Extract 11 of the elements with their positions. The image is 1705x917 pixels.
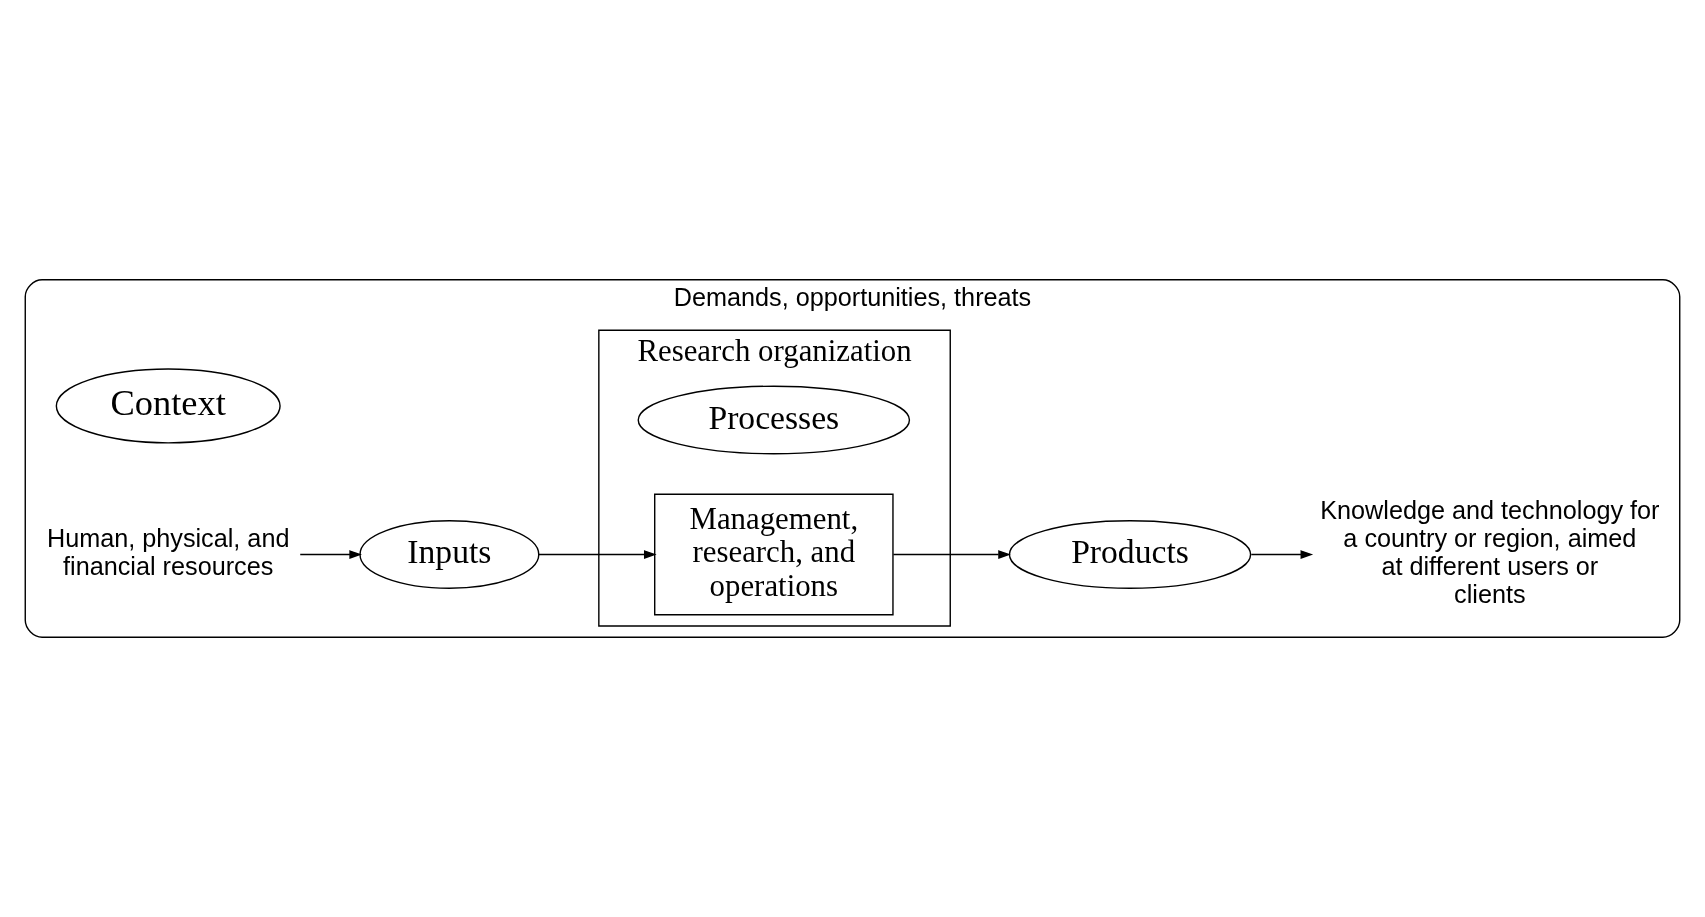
node-ellipse: Processes xyxy=(637,385,911,455)
arrow xyxy=(538,550,657,559)
arrow xyxy=(892,550,1011,559)
arrow xyxy=(1250,550,1314,559)
node-ellipse: Inputs xyxy=(359,520,540,589)
arrow xyxy=(299,550,362,559)
node-text: Human, physical, and financial resources xyxy=(46,523,290,580)
node-ellipse: Context xyxy=(55,368,281,444)
node-ellipse: Products xyxy=(1008,520,1252,589)
node-text: Knowledge and technology for a country or region, aimed at different users or clients xyxy=(1320,495,1660,608)
node-box: Management, research, and operations xyxy=(654,493,894,616)
